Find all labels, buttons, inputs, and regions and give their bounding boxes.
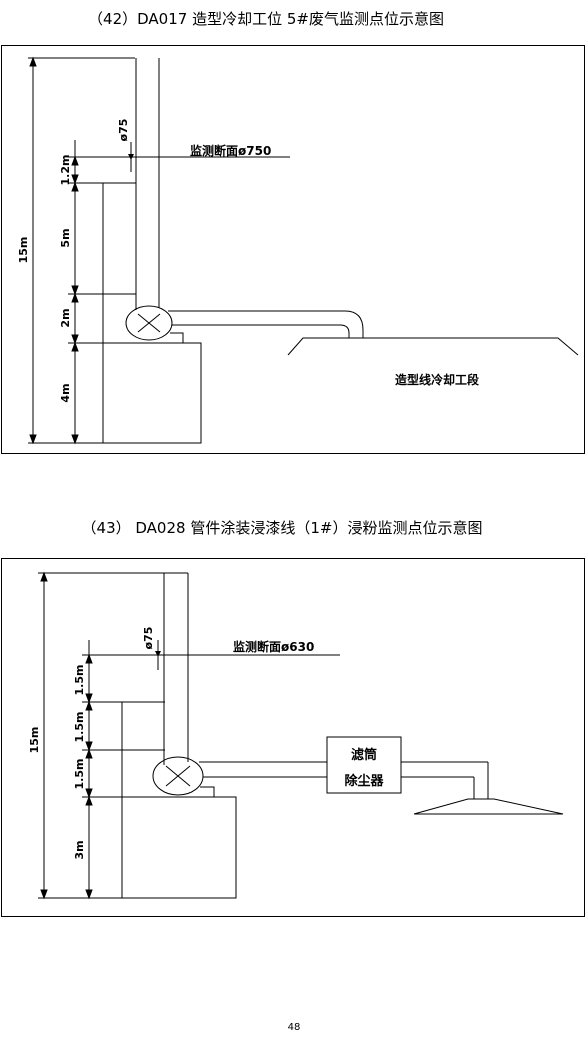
segment-label-3: 2m	[59, 308, 72, 327]
fan-icon	[125, 305, 173, 341]
fan-icon	[152, 756, 204, 796]
section-label: 监测断面ø750	[190, 143, 271, 158]
offset-label: ø75	[142, 627, 155, 650]
segment-label-4: 4m	[59, 383, 72, 402]
figure-42-frame	[1, 45, 585, 454]
total-height-label: 15m	[28, 727, 41, 754]
segment-label-4: 3m	[73, 840, 86, 859]
offset-label: ø75	[117, 119, 130, 142]
filter-dust-collector	[326, 736, 402, 794]
base-building	[121, 796, 237, 899]
total-height-label: 15m	[17, 237, 30, 264]
segment-label-3: 1.5m	[73, 759, 86, 790]
figure-42-diagram	[28, 56, 579, 445]
equipment-label-line1: 滤筒	[351, 747, 377, 763]
equipment-label-line2: 除尘器	[344, 773, 384, 789]
section-label: 监测断面ø630	[233, 639, 314, 654]
equipment-label: 造型线冷却工段	[395, 372, 480, 387]
equipment-hood	[287, 337, 579, 356]
figure-43-diagram	[38, 571, 564, 900]
page-number: 48	[287, 1022, 301, 1033]
segment-label-1: 1.2m	[59, 155, 72, 186]
segment-label-2: 1.5m	[73, 712, 86, 743]
figure-42-caption: （42）DA017 造型冷却工位 5#废气监测点位示意图	[88, 10, 444, 28]
figure-43-caption: （43） DA028 管件涂装浸漆线（1#）浸粉监测点位示意图	[81, 519, 483, 537]
figure-43-frame	[1, 558, 585, 917]
base-building	[102, 342, 202, 444]
collection-hood	[413, 798, 564, 815]
segment-label-1: 1.5m	[73, 665, 86, 696]
segment-label-2: 5m	[59, 228, 72, 247]
